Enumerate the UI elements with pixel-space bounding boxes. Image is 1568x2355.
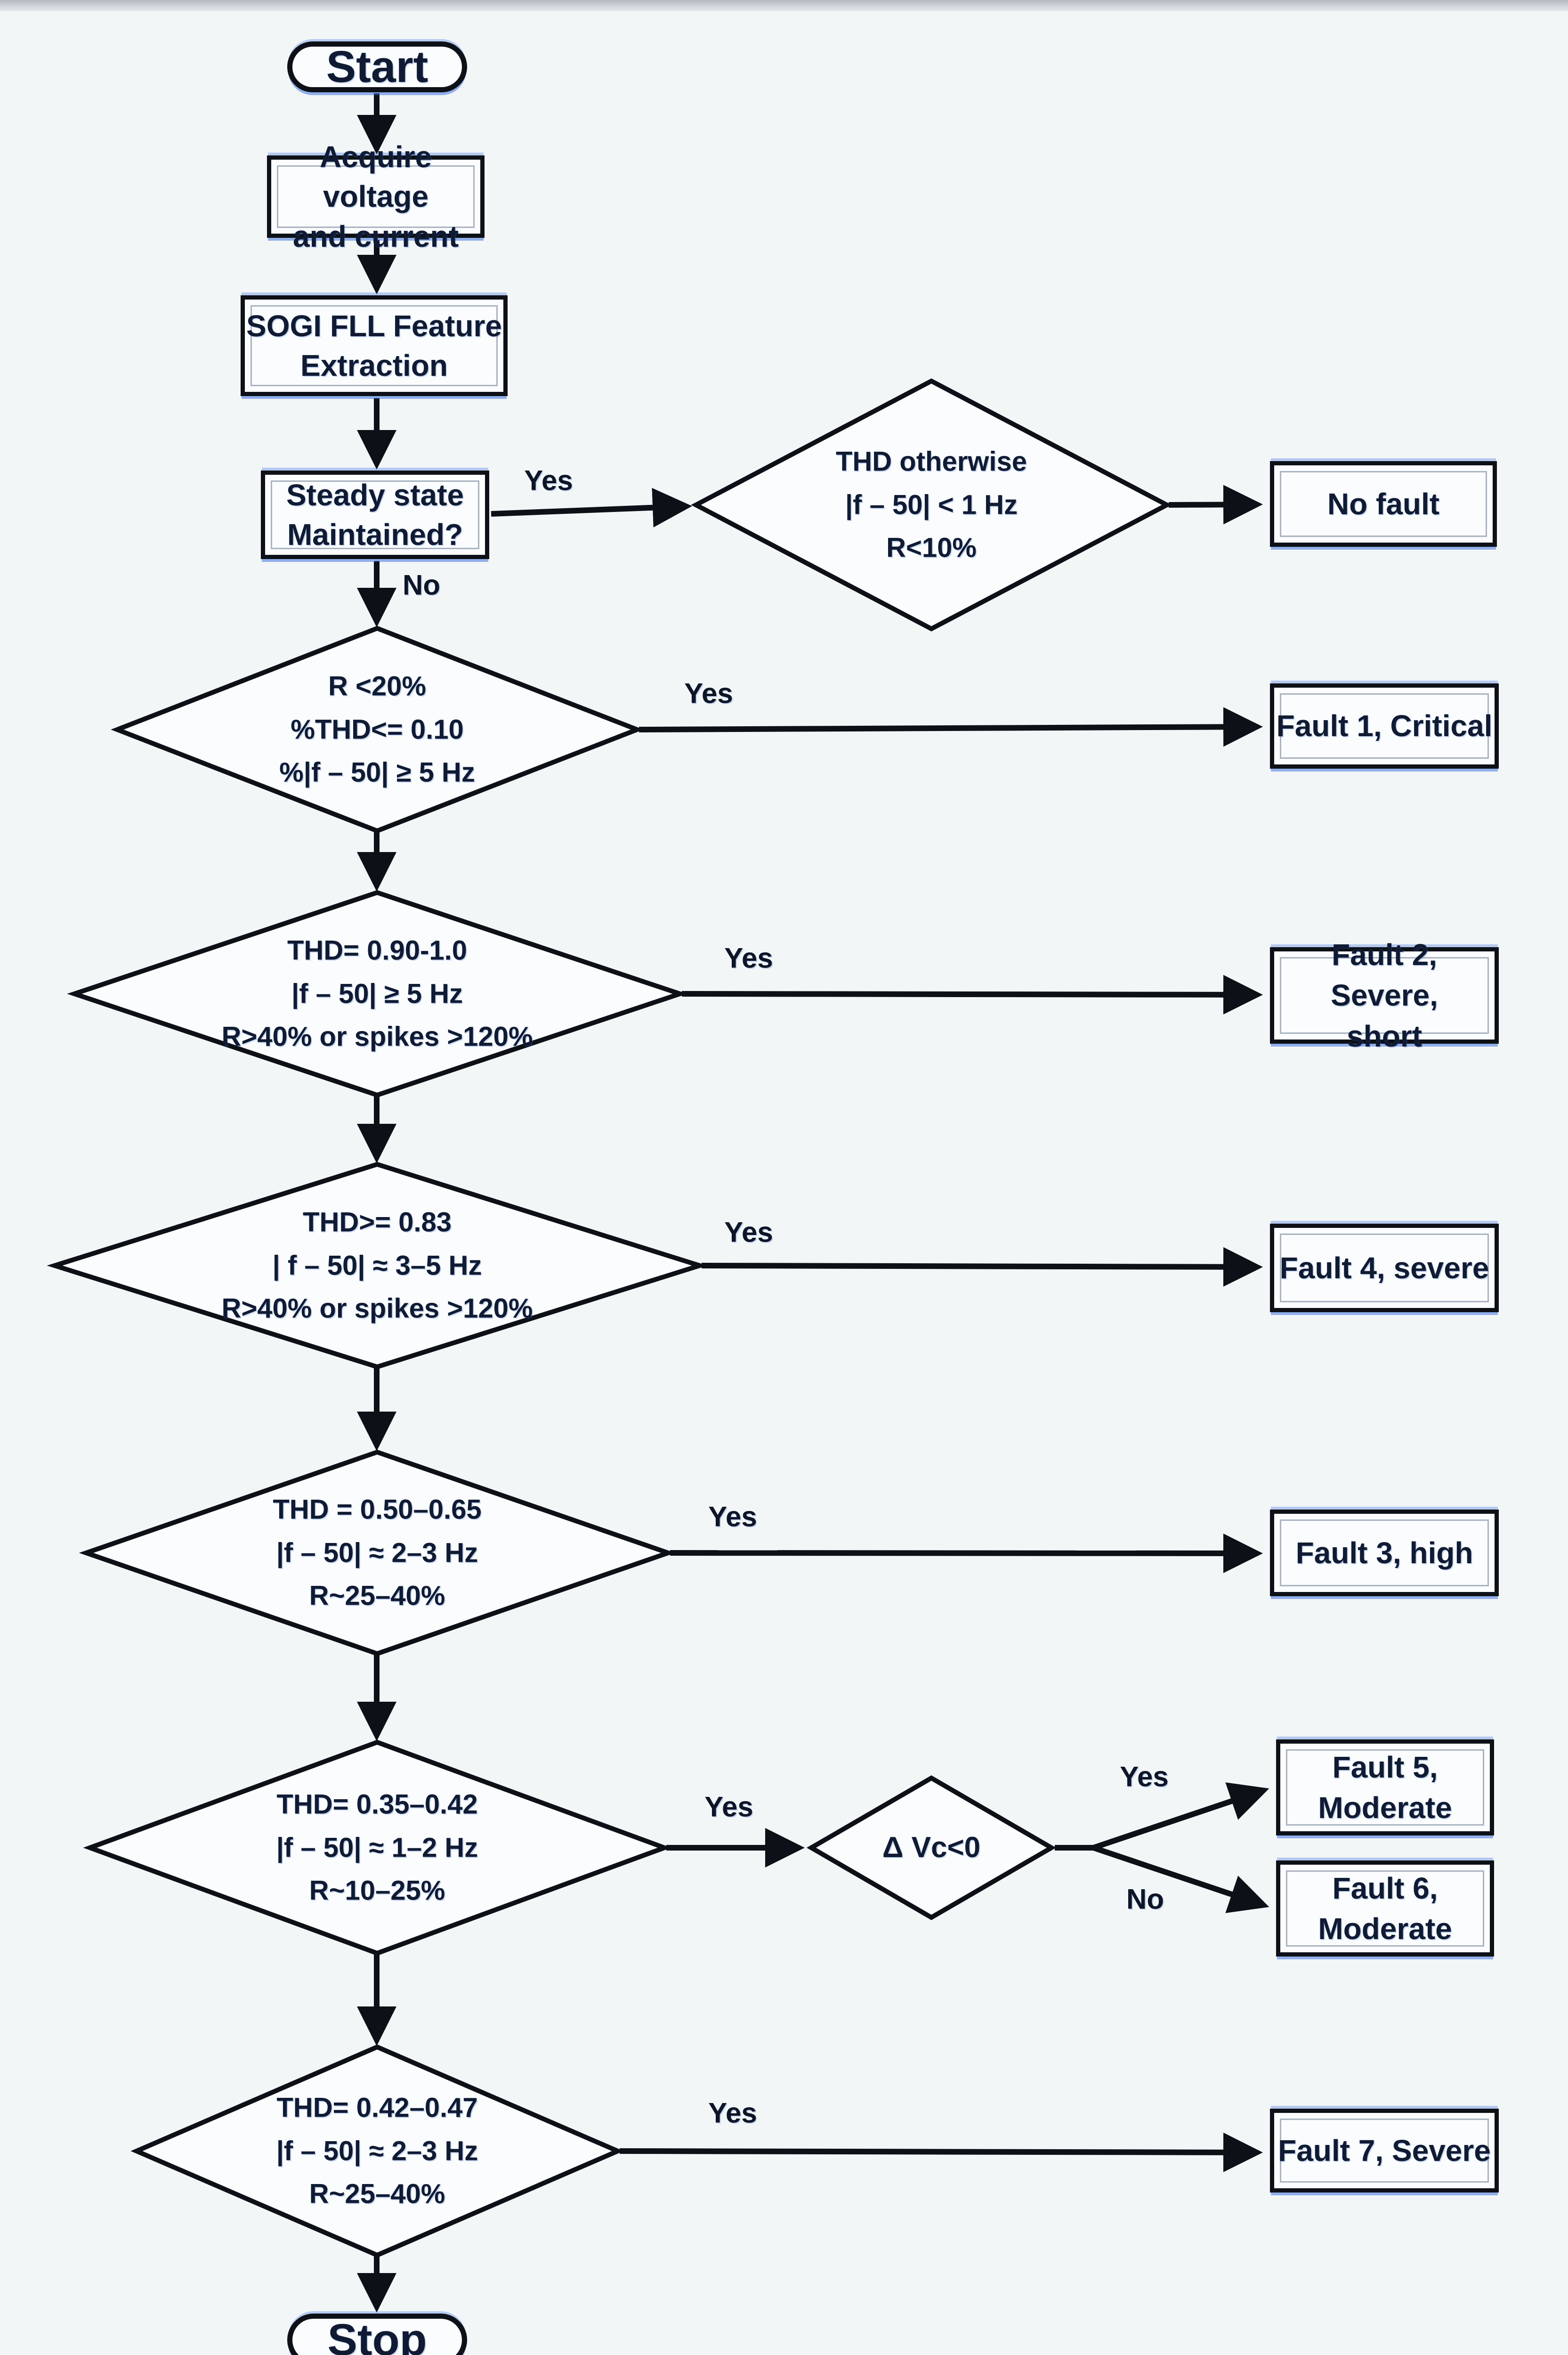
process-sogi-fll: SOGI FLL Feature Extraction xyxy=(241,295,508,396)
result-fault2: Fault 2, Severe, short xyxy=(1270,938,1499,1053)
decision-fault4: THD>= 0.83 | f – 50| ≈ 3–5 Hz R>40% or s… xyxy=(221,1207,533,1324)
edge-label-yes-vc-in: Yes xyxy=(704,1791,753,1823)
process-steady-state: Steady state Maintained? xyxy=(261,471,489,559)
decision-fault7: THD= 0.42–0.47 |f – 50| ≈ 2–3 Hz R~25–40… xyxy=(276,2092,478,2209)
decision-fault3-shape xyxy=(79,1449,676,1657)
edge-label-yes-fault4: Yes xyxy=(724,1216,773,1248)
scan-edge-strip xyxy=(0,0,1568,11)
edge-d2-fault1 xyxy=(639,707,1263,747)
edge-vc-no-fault6 xyxy=(1092,1845,1269,1913)
edge-label-yes-steady: Yes xyxy=(524,464,573,496)
result-fault6: Fault 6, Moderate xyxy=(1276,1860,1494,1957)
edge-d3-fault2 xyxy=(681,974,1263,1015)
result-fault3: Fault 3, high xyxy=(1270,1510,1499,1596)
edge-vc-yes-fault5 xyxy=(1092,1782,1269,1851)
start-label: Start xyxy=(326,41,428,92)
edge-label-yes-fault5: Yes xyxy=(1120,1761,1169,1793)
edge-d4-fault4 xyxy=(701,1247,1263,1287)
stop-label: Stop xyxy=(327,2314,427,2355)
decision-fault56-shape xyxy=(83,1739,671,1956)
decision-fault3: THD = 0.50–0.65 |f – 50| ≈ 2–3 Hz R~25–4… xyxy=(273,1494,482,1611)
decision-fault4-shape xyxy=(47,1161,708,1370)
edge-label-yes-fault1: Yes xyxy=(684,677,733,709)
edge-label-yes-fault2: Yes xyxy=(724,942,773,974)
stop-node: Stop xyxy=(287,2314,467,2355)
decision-fault56: THD= 0.35–0.42 |f – 50| ≈ 1–2 Hz R~10–25… xyxy=(276,1789,478,1906)
edge-label-yes-fault3: Yes xyxy=(708,1501,757,1533)
decision-delta-vc: Δ Vc<0 xyxy=(882,1831,981,1864)
decision-fault1-shape xyxy=(111,625,644,834)
decision-fault7-shape xyxy=(130,2044,624,2258)
start-node: Start xyxy=(287,41,467,92)
decision-fault2: THD= 0.90-1.0 |f – 50| ≥ 5 Hz R>40% or s… xyxy=(221,935,533,1052)
edge-label-yes-fault7: Yes xyxy=(708,2097,757,2129)
result-fault5: Fault 5, Moderate xyxy=(1276,1739,1494,1835)
result-fault1: Fault 1, Critical xyxy=(1270,683,1499,769)
decision-no-fault-shape xyxy=(691,378,1172,632)
edge-d1-nofault xyxy=(1168,485,1263,525)
decision-fault2-shape xyxy=(67,890,687,1098)
process-acquire: Acquire voltage and current xyxy=(267,140,485,253)
decision-delta-vc-shape xyxy=(807,1775,1056,1920)
edge-steady-yes xyxy=(491,487,692,528)
decision-fault1: R <20% %THD<= 0.10 %|f – 50| ≥ 5 Hz xyxy=(279,671,475,788)
result-fault4: Fault 4, severe xyxy=(1270,1224,1499,1312)
decision-no-fault: THD otherwise |f – 50| < 1 Hz R<10% xyxy=(835,446,1027,563)
edge-d7-fault7 xyxy=(619,2132,1263,2172)
edge-label-no-fault6: No xyxy=(1126,1883,1164,1915)
edge-label-no-steady: No xyxy=(403,569,440,601)
result-no-fault: No fault xyxy=(1270,461,1497,547)
result-fault7: Fault 7, Severe xyxy=(1270,2109,1499,2193)
